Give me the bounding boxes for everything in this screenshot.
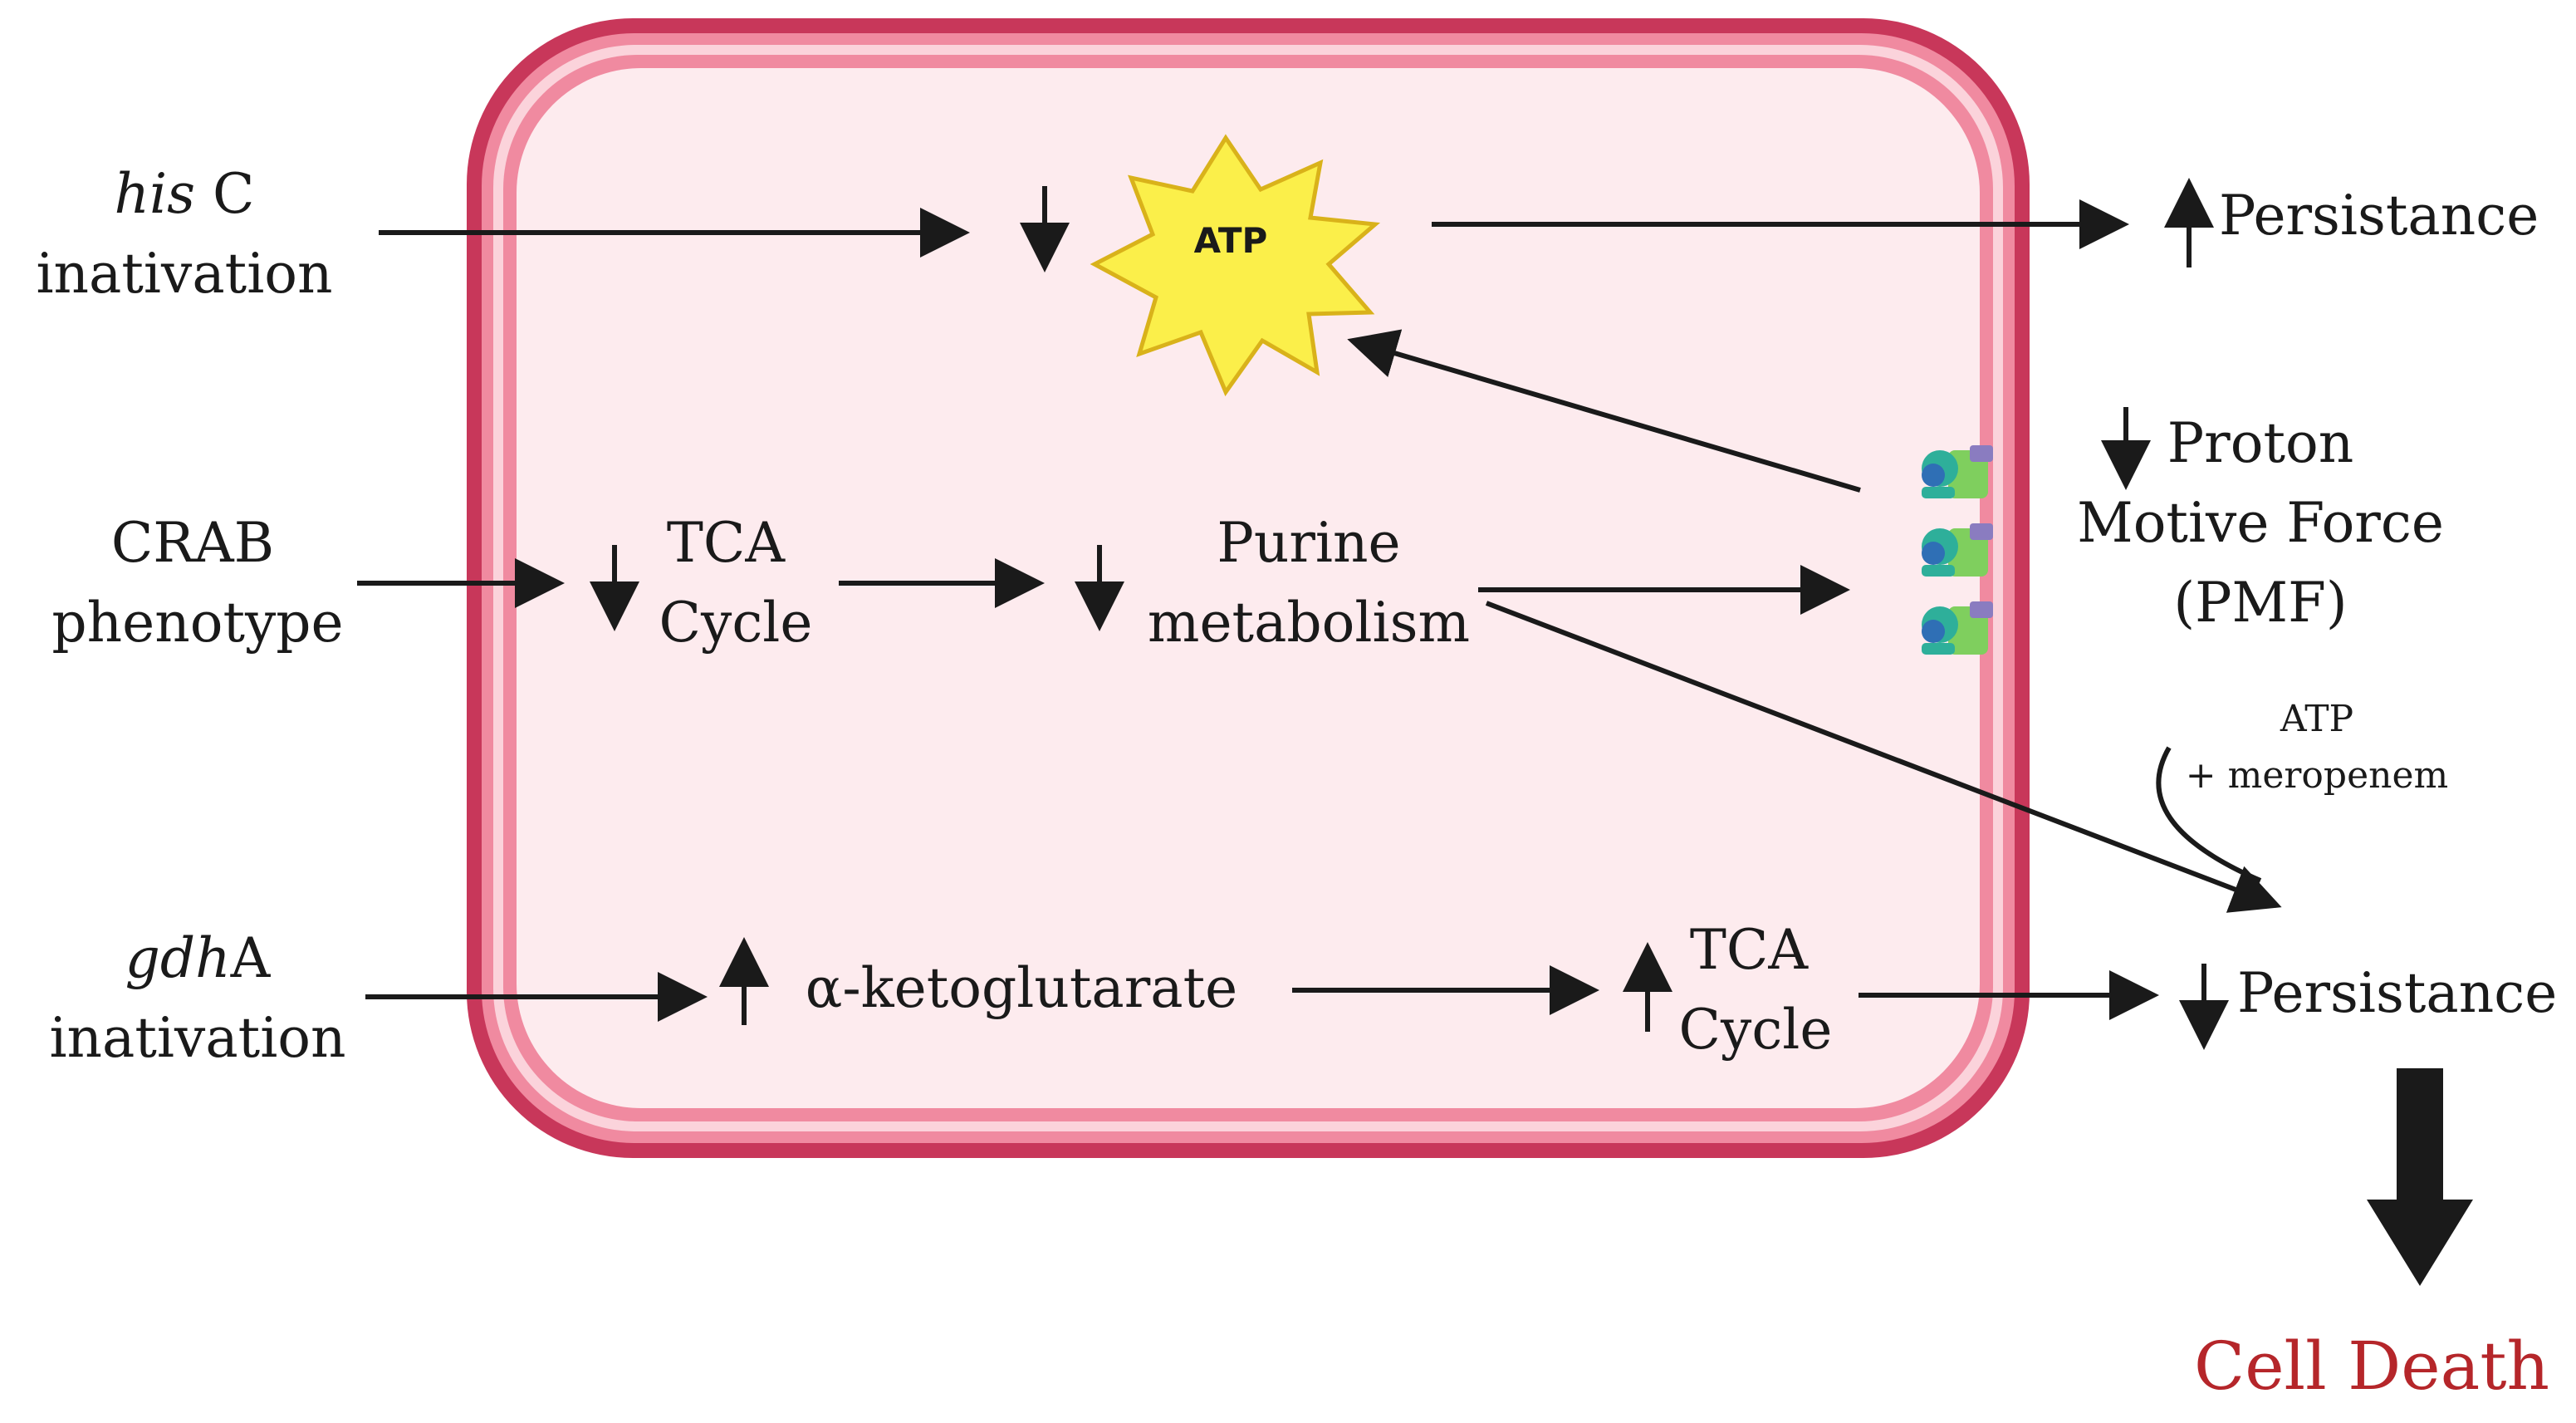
arrow-pmf-to-atp bbox=[1347, 329, 1861, 493]
purine-label-line1: Purine bbox=[1217, 511, 1400, 575]
atp-starburst-icon: ATP bbox=[1090, 134, 1381, 397]
persistance-up-label: Persistance bbox=[2219, 184, 2539, 248]
aketo-label: α-ketoglutarate bbox=[806, 956, 1237, 1020]
atp-meropenem-line2: + meropenem bbox=[2186, 754, 2448, 797]
pmf-label-line1: Proton bbox=[2167, 411, 2353, 475]
atp-meropenem-line1: ATP bbox=[2280, 698, 2353, 740]
tca2-label-line2: Cycle bbox=[1679, 998, 1833, 1062]
crab-label: CRAB bbox=[111, 511, 274, 575]
gdh-inactivation-label: inativation bbox=[49, 1006, 345, 1070]
cell-membrane bbox=[467, 18, 2030, 1158]
purine-label-line2: metabolism bbox=[1148, 591, 1470, 655]
tca-label-line2: Cycle bbox=[659, 591, 813, 655]
cytoplasm bbox=[517, 68, 1980, 1108]
tca2-label-line1: TCA bbox=[1690, 918, 1810, 982]
pmf-label-line3: (PMF) bbox=[2173, 571, 2347, 635]
membrane-protein-icon bbox=[1922, 445, 1993, 655]
gdh-gene-label: gdhA bbox=[125, 926, 272, 990]
atp-meropenem-curve bbox=[2156, 746, 2262, 883]
pmf-label-line2: Motive Force bbox=[2077, 491, 2444, 555]
arrow-purine-to-persistance-down bbox=[1485, 601, 2282, 913]
cell-death-arrow bbox=[2367, 1068, 2473, 1286]
his-gene-label: his C bbox=[115, 162, 255, 226]
cell-death-label: Cell Death bbox=[2194, 1327, 2549, 1405]
atp-star-label: ATP bbox=[1194, 220, 1268, 261]
phenotype-label: phenotype bbox=[51, 591, 343, 655]
persistance-down-label: Persistance bbox=[2237, 961, 2557, 1025]
tca-label-line1: TCA bbox=[667, 511, 786, 575]
his-inactivation-label: inativation bbox=[36, 242, 332, 306]
